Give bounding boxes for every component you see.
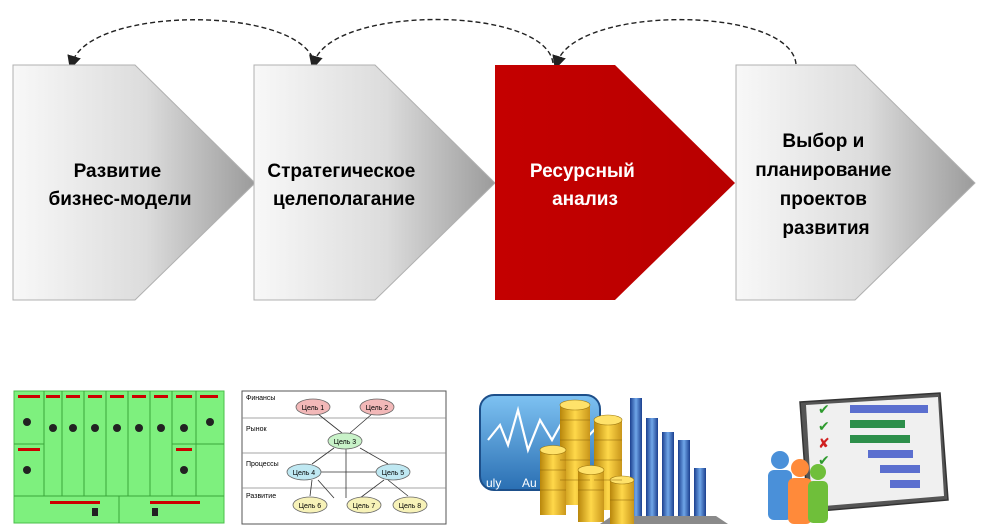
step-4-line-3: проектов xyxy=(780,189,867,210)
step-2-line-1: Стратегическое xyxy=(267,161,415,182)
svg-text:✔: ✔ xyxy=(818,453,830,469)
gantt-checklist-icon: ✔ ✔ ✘ ✔ xyxy=(768,392,949,524)
step-4-line-2: планирование xyxy=(755,160,891,181)
goal-3: Цель 3 xyxy=(334,439,357,446)
goal-map-row-3: Процессы xyxy=(246,461,279,468)
feedback-arrow-2 xyxy=(309,18,554,70)
goal-map: Финансы Рынок Процессы Развитие xyxy=(241,390,447,525)
bar-chart-3d xyxy=(600,398,728,524)
step-1-line-1: Развитие xyxy=(74,161,162,182)
step-4-line-1: Выбор и xyxy=(782,131,864,152)
goal-7: Цель 7 xyxy=(353,503,376,510)
business-model-canvas-icon xyxy=(13,390,225,524)
goal-1: Цель 1 xyxy=(302,405,325,412)
svg-text:Стратегическое целеполаг: Стратегическое целеполагание xyxy=(267,161,420,210)
people-icon xyxy=(768,451,828,524)
svg-text:✔: ✔ xyxy=(818,419,830,435)
feedback-arrow-1 xyxy=(67,19,316,70)
goal-2: Цель 2 xyxy=(366,405,389,412)
svg-text:Развитие: Развитие xyxy=(246,493,276,500)
gantt-bars xyxy=(850,405,928,488)
svg-text:✘: ✘ xyxy=(818,436,830,452)
coins-chart-icon: uly Au xyxy=(479,394,728,524)
svg-text:Процессы: Процессы xyxy=(246,461,279,468)
goal-map-row-4: Развитие xyxy=(246,493,276,500)
feedback-arrow-3 xyxy=(552,19,797,70)
goal-4: Цель 4 xyxy=(293,470,316,477)
goal-8: Цель 8 xyxy=(399,503,422,510)
svg-text:Развитие бизнес-модели: Развитие бизнес-модели xyxy=(48,161,191,210)
step-4-line-4: развития xyxy=(782,218,869,239)
svg-text:Финансы: Финансы xyxy=(246,395,275,402)
step-2-line-2: целеполагание xyxy=(273,189,415,210)
svg-text:✔: ✔ xyxy=(818,402,830,418)
step-1-line-2: бизнес-модели xyxy=(48,189,191,210)
coin-stacks xyxy=(539,399,635,524)
goal-5: Цель 5 xyxy=(382,470,405,477)
svg-text:Рынок: Рынок xyxy=(246,426,267,433)
feedback-arrows xyxy=(67,18,797,70)
step-3-line-1: Ресурсный xyxy=(530,161,635,182)
svg-text:Выбор и планирование: Выбор и планирование проектов развития xyxy=(755,131,896,239)
chart-axis-label-2: Au xyxy=(522,476,537,490)
chart-axis-label-1: uly xyxy=(486,476,501,490)
goal-map-row-2: Рынок xyxy=(246,426,267,433)
goal-6: Цель 6 xyxy=(299,503,322,510)
step-2: Стратегическое целеполагание xyxy=(253,64,496,301)
step-3-active: Ресурсный анализ xyxy=(495,65,735,300)
svg-text:Ресурсный анализ: Ресурсный анализ xyxy=(530,161,640,210)
step-3-line-2: анализ xyxy=(552,189,618,210)
step-1: Развитие бизнес-модели xyxy=(12,64,256,301)
check-icons: ✔ ✔ ✘ ✔ xyxy=(818,402,830,469)
step-4: Выбор и планирование проектов развития xyxy=(735,64,976,301)
goal-map-row-1: Финансы xyxy=(246,395,275,402)
